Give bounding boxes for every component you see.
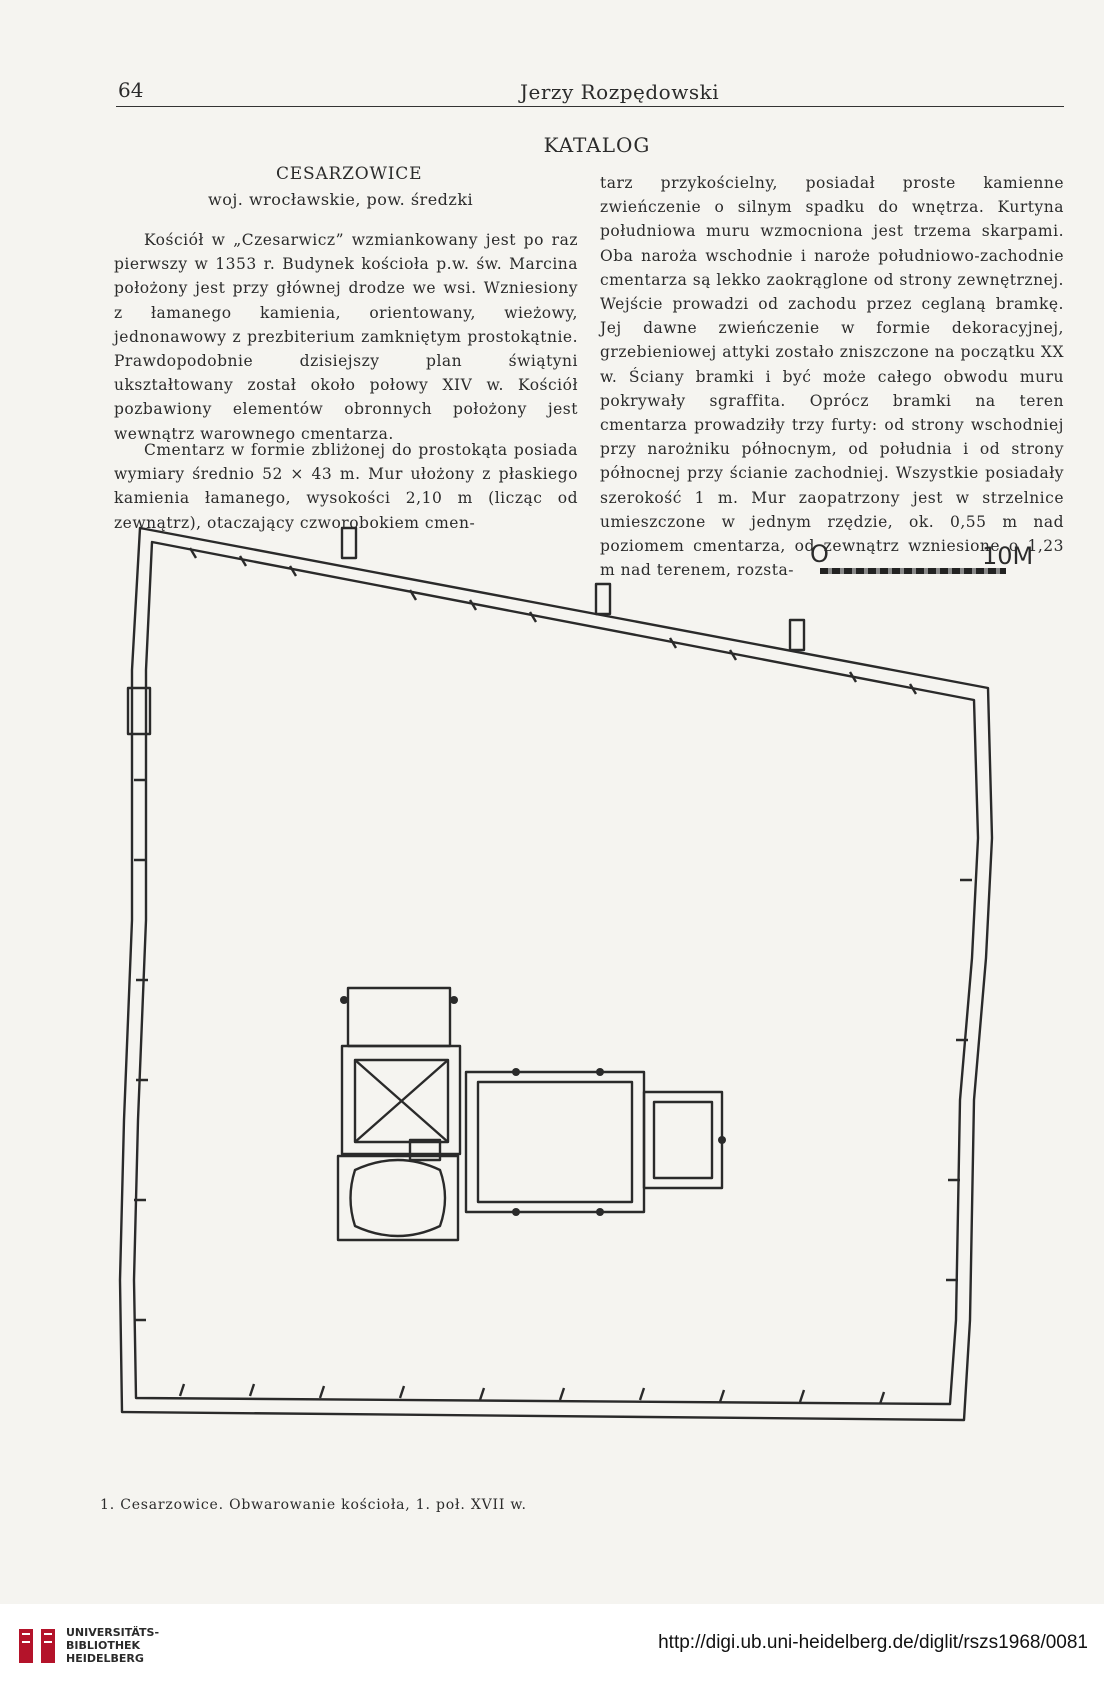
right-column: tarz przykościelny, posiadał proste kami… (600, 171, 1064, 582)
presbytery (642, 1090, 724, 1190)
scale-end-label: 10M (982, 542, 1034, 570)
library-name-line-2: BIBLIOTHEK (66, 1639, 141, 1652)
buttress-2 (594, 582, 612, 616)
page-number: 64 (118, 78, 144, 102)
nave-inner (476, 1080, 634, 1204)
buttress-mark-7 (718, 1136, 726, 1144)
presbytery-inner (652, 1100, 714, 1180)
entry-title: CESARZOWICE (276, 164, 423, 184)
tower-lower-room (340, 1044, 462, 1156)
buttress-mark-4 (596, 1068, 604, 1076)
running-head-author: Jerzy Rozpędowski (520, 80, 720, 104)
left-column-paragraph-1: Kościół w „Czesarwicz” wzmiankowany jest… (114, 228, 578, 446)
university-library-logo-icon (17, 1627, 57, 1665)
loophole-ticks (134, 547, 972, 1405)
buttress-mark-5 (512, 1208, 520, 1216)
buttress-mark-6 (596, 1208, 604, 1216)
paragraph-cemetery: Cmentarz w formie zbliżonej do prostokąt… (114, 441, 578, 532)
buttress-mark-1 (340, 996, 348, 1004)
wall-inner-line (132, 540, 980, 1406)
porch (408, 1138, 442, 1162)
library-name-line-3: HEIDELBERG (66, 1652, 144, 1665)
scanned-page: 64 Jerzy Rozpędowski KATALOG CESARZOWICE… (0, 0, 1104, 1604)
tower-upper-room (346, 986, 452, 1048)
entry-subtitle: woj. wrocławskie, pow. średzki (208, 190, 474, 209)
scale-bar (820, 568, 1006, 574)
figure-caption: 1. Cesarzowice. Obwarowanie kościoła, 1.… (100, 1497, 527, 1513)
sacristy-vault (349, 1158, 447, 1238)
library-name: UNIVERSITÄTS- BIBLIOTHEK HEIDELBERG (66, 1626, 159, 1665)
source-url-link[interactable]: http://digi.ub.uni-heidelberg.de/diglit/… (658, 1632, 1088, 1653)
tower-vault-frame (353, 1058, 450, 1144)
scale-start-label: O (810, 540, 829, 568)
library-name-line-1: UNIVERSITÄTS- (66, 1626, 160, 1639)
buttress-mark-3 (512, 1068, 520, 1076)
left-column-paragraph-2: Cmentarz w formie zbliżonej do prostokąt… (114, 438, 578, 535)
gate (126, 686, 152, 736)
fortification-plan-drawing (118, 526, 994, 1422)
wall-outer-line (118, 526, 994, 1422)
nave (464, 1070, 646, 1214)
sacristy (336, 1154, 460, 1242)
buttress-1 (340, 526, 358, 560)
tower-vault-cross (354, 1059, 449, 1143)
paragraph-church: Kościół w „Czesarwicz” wzmiankowany jest… (114, 231, 578, 443)
section-title: KATALOG (543, 133, 651, 157)
buttress-3 (788, 618, 806, 652)
paragraph-wall-description: tarz przykościelny, posiadał proste kami… (600, 174, 1064, 580)
viewer-footer: UNIVERSITÄTS- BIBLIOTHEK HEIDELBERG http… (0, 1604, 1104, 1684)
buttress-mark-2 (450, 996, 458, 1004)
header-rule (116, 106, 1064, 107)
